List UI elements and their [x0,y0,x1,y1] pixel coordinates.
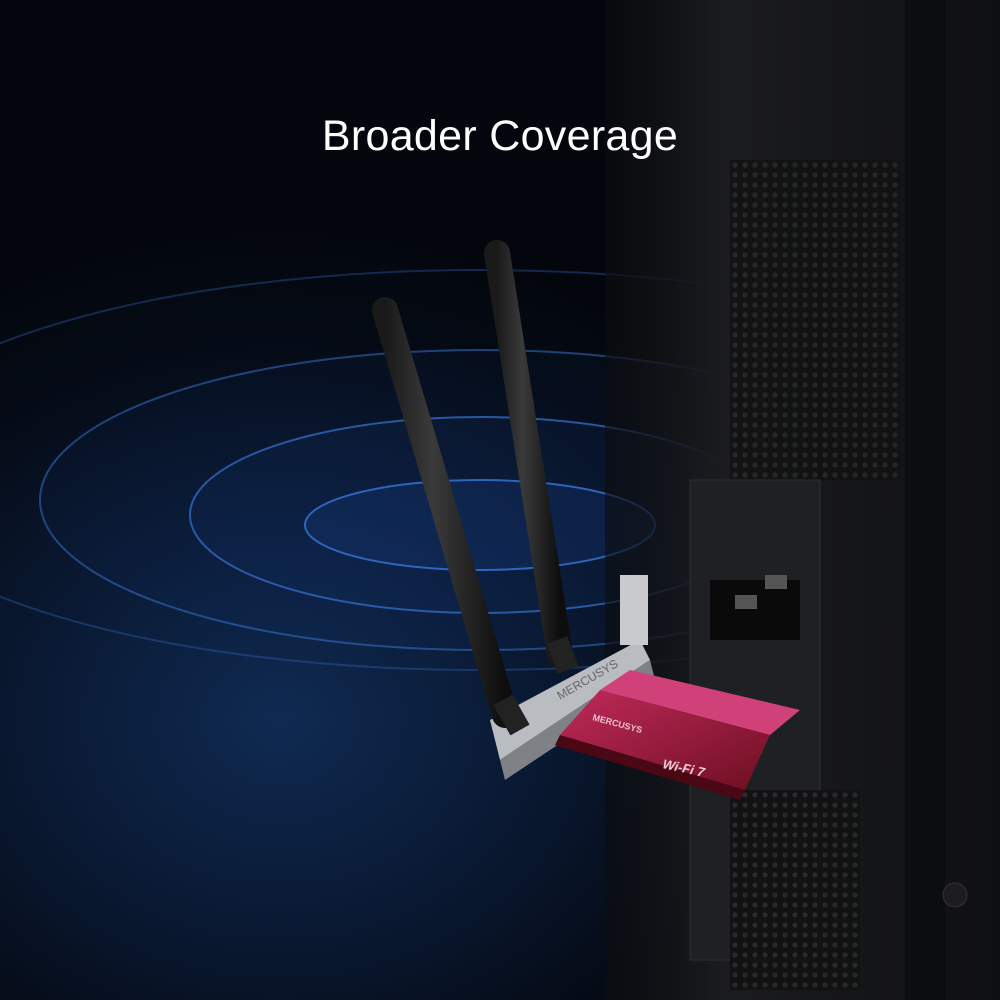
antennas [372,240,579,736]
antenna-right-connector [546,636,579,674]
antenna-left-connector [493,694,530,736]
case-edge [905,0,945,1000]
usb-port [735,595,757,609]
heatsink-face [560,690,770,790]
antenna-left-rod [372,297,518,728]
antenna-right-rod [484,240,573,668]
case-screw [942,882,968,908]
wifi-card: MERCUSYS Wi-Fi 7 [555,670,800,800]
antenna-right [484,240,579,674]
usb-port [765,575,787,589]
case-mesh-top [730,160,900,480]
heatsink-top [600,670,800,735]
pc-case [605,0,1000,1000]
bracket-face [490,640,650,760]
case-mesh-bottom [730,790,860,990]
heatsink-base [555,735,745,800]
headline: Broader Coverage [321,112,679,160]
io-port-block [710,580,800,640]
bracket-tab [620,575,648,645]
antenna-left [372,297,530,736]
